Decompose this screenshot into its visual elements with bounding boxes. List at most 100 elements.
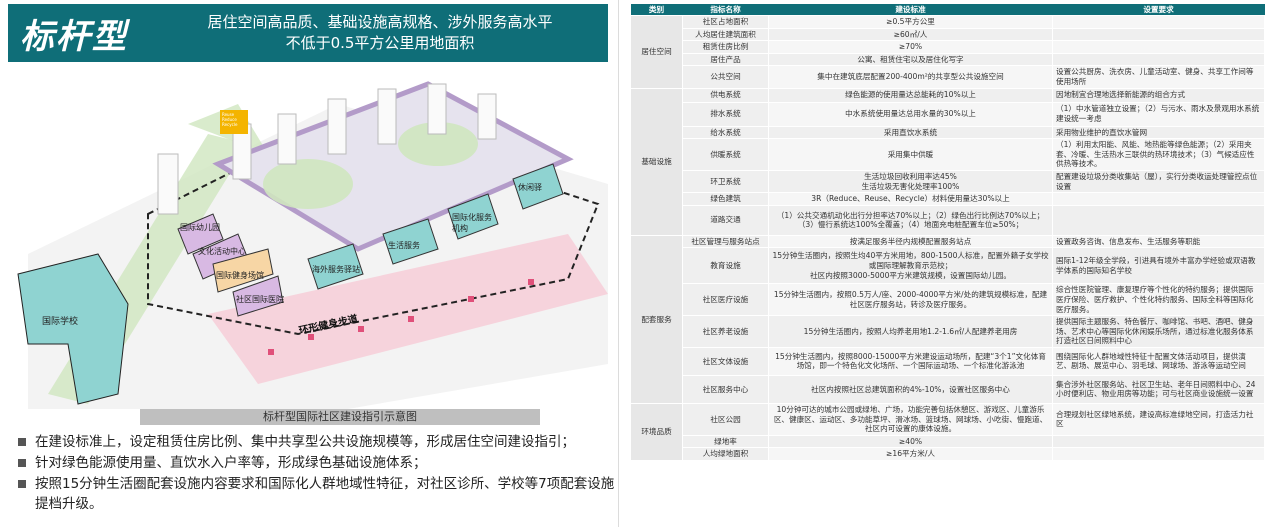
requirement-cell: 国际1-12年级全学段，引进具有境外丰富办学经验或双语教学体系的国际知名学校 (1052, 247, 1265, 285)
standard-cell: （1）公共交通机动化出行分担率达70%以上；（2）绿色出行比例达70%以上；（3… (768, 204, 1053, 236)
indicator-cell: 公共空间 (682, 65, 769, 89)
label-fitness: 国际健身场馆 (216, 271, 264, 280)
table-row: 给水系统采用直饮水系统采用物业维护的直饮水管网 (631, 125, 1265, 140)
bullet-square-icon (18, 459, 26, 467)
standard-cell: ≥60㎡/人 (768, 27, 1053, 42)
label-international-service: 国际化服务机构 (452, 213, 492, 233)
standard-cell: 绿色能源的使用量达总能耗的10%以上 (768, 87, 1053, 103)
requirement-cell: （1）中水管道独立设置；（2）与污水、雨水及景观用水系统建设统一考虑 (1052, 101, 1265, 127)
header-category: 类别 (630, 4, 683, 16)
header-standard: 建设标准 (768, 4, 1053, 16)
label-kindergarten: 国际幼儿园 (180, 223, 220, 232)
indicator-cell: 人均居住建筑面积 (682, 27, 769, 42)
standard-cell: 集中在建筑底层配置200-400m²的共享型公共设施空间 (768, 65, 1053, 89)
standard-cell: 按满足服务半径内规模配置服务站点 (768, 234, 1053, 249)
banner-title: 标杆型 (20, 16, 128, 57)
requirement-cell (1052, 27, 1265, 42)
table-row: 排水系统中水系统使用量达总用水量的30%以上（1）中水管道独立设置；（2）与污水… (631, 101, 1265, 127)
standard-cell: 15分钟生活圈内，按照8000-15000平方米建设运动场所，配建“3个1”文化… (768, 346, 1053, 376)
label-culture: 文化活动中心 (198, 247, 246, 256)
requirement-cell: 综合性医院管理、康复理疗等个性化的特约服务；提供国际医疗保险、医疗救护、个性化特… (1052, 283, 1265, 317)
standard-cell: ≥16平方米/人 (768, 447, 1053, 462)
requirement-cell: 因地制宜合理地选择新能源的组合方式 (1052, 87, 1265, 103)
indicator-cell: 社区文体设施 (682, 346, 769, 376)
standard-cell: 15分钟生活圈内，按照生均40平方米用地，800-1500人标准，配置外籍子女学… (768, 247, 1053, 285)
standard-cell: 生活垃圾回收利用率达45% 生活垃圾无害化处理率100% (768, 169, 1053, 194)
indicator-cell: 环卫系统 (682, 169, 769, 194)
requirement-cell: 合理规划社区绿地系统，建设高标准绿地空间，打造活力社区 (1052, 402, 1265, 436)
category-cell: 居住空间 (630, 15, 683, 89)
category-cell: 环境品质 (630, 402, 683, 462)
requirement-cell (1052, 204, 1265, 236)
bullet-item: 按照15分钟生活圈配套设施内容要求和国际化人群地域性特征，对社区诊所、学校等7项… (18, 474, 618, 514)
bullet-square-icon (18, 480, 26, 488)
indicator-cell: 给水系统 (682, 125, 769, 140)
requirement-cell (1052, 52, 1265, 67)
table-row: 人均绿地面积≥16平方米/人 (631, 447, 1265, 462)
standard-cell: 社区内按照社区总建筑面积的4%-10%，设置社区服务中心 (768, 374, 1053, 404)
table-row: 公共空间集中在建筑底层配置200-400m²的共享型公共设施空间设置公共厨房、洗… (631, 65, 1265, 89)
table-row: 基础设施供电系统绿色能源的使用量达总能耗的10%以上因地制宜合理地选择新能源的组… (630, 87, 1265, 236)
indicator-cell: 排水系统 (682, 101, 769, 127)
indicator-cell: 供暖系统 (682, 138, 769, 171)
standard-cell: ≥70% (768, 40, 1053, 54)
header-requirement: 设置要求 (1052, 4, 1265, 16)
table-row: 居住空间社区占地面积≥0.5平方公里 (630, 15, 1265, 89)
label-three-r: Reuse Reduce Recycle (222, 112, 238, 127)
banner-line-2: 不低于0.5平方公里用地面积 (285, 34, 475, 52)
requirement-cell: （1）利用太阳能、风能、地热能等绿色能源；（2）采用夹套、冷暖、生活热水三联供的… (1052, 138, 1265, 171)
requirement-cell: 采用物业维护的直饮水管网 (1052, 125, 1265, 140)
indicator-cell: 绿色建筑 (682, 192, 769, 206)
three-r-sign (220, 110, 248, 134)
banner-line-1: 居住空间高品质、基础设施高规格、涉外服务高水平 (207, 13, 553, 31)
requirement-cell: 配置建设垃圾分类收集站（屋），实行分类收运处理管控点位设置 (1052, 169, 1265, 194)
bullet-item: 在建设标准上，设定租赁住房比例、集中共享型公共设施规模等，形成居住空间建设指引； (18, 432, 618, 452)
indicator-cell: 社区管理与服务站点 (682, 234, 769, 249)
table-row: 人均居住建筑面积≥60㎡/人 (631, 27, 1265, 42)
indicator-cell: 道路交通 (682, 204, 769, 236)
diagram-caption: 标杆型国际社区建设指引示意图 (140, 409, 540, 425)
header-indicator: 指标名称 (682, 4, 769, 16)
bullet-square-icon (18, 438, 26, 446)
community-diagram: 国际学校 国际幼儿园 文化活动中心 国际健身场馆 社区国际医院 海外服务驿站 生… (8, 64, 608, 424)
table-row: 配套服务社区管理与服务站点按满足服务半径内规模配置服务站点设置政务咨询、信息发布… (630, 234, 1265, 404)
diagram-svg (17, 81, 608, 409)
indicator-cell: 教育设施 (682, 247, 769, 285)
label-life-service: 生活服务 (388, 241, 420, 250)
requirement-cell: 设置政务咨询、信息发布、生活服务等职能 (1052, 234, 1265, 249)
requirement-cell: 围绕国际化人群地域性特征十配置文体活动项目，提供演艺、剧场、展览中心、羽毛球、网… (1052, 346, 1265, 376)
label-rest: 休闲驿 (518, 183, 542, 192)
indicator-cell: 社区医疗设施 (682, 283, 769, 317)
requirement-cell (1052, 15, 1265, 29)
indicator-cell: 人均绿地面积 (682, 447, 769, 462)
table-row: 环卫系统生活垃圾回收利用率达45% 生活垃圾无害化处理率100%配置建设垃圾分类… (631, 169, 1265, 194)
table-row: 道路交通（1）公共交通机动化出行分担率达70%以上；（2）绿色出行比例达70%以… (631, 204, 1265, 236)
bullet-list: 在建设标准上，设定租赁住房比例、集中共享型公共设施规模等，形成居住空间建设指引；… (18, 432, 618, 515)
category-cell: 基础设施 (630, 87, 683, 236)
indicator-cell: 社区服务中心 (682, 374, 769, 404)
label-clinic: 社区国际医院 (236, 295, 284, 304)
standard-cell: 公寓、租赁住宅以及居住化写字 (768, 52, 1053, 67)
standard-cell: 中水系统使用量达总用水量的30%以上 (768, 101, 1053, 127)
table-row: 供暖系统采用集中供暖（1）利用太阳能、风能、地热能等绿色能源；（2）采用夹套、冷… (631, 138, 1265, 171)
table-header-row: 类别 指标名称 建设标准 设置要求 (630, 4, 1265, 16)
requirement-cell (1052, 447, 1265, 462)
indicator-cell: 居住产品 (682, 52, 769, 67)
banner-subtitle: 居住空间高品质、基础设施高规格、涉外服务高水平 不低于0.5平方公里用地面积 (170, 12, 608, 54)
indicator-cell: 绿地率 (682, 434, 769, 449)
requirement-cell: 集合涉外社区服务站、社区卫生站、老年日间照料中心、24小时便利店、物业用房等功能… (1052, 374, 1265, 404)
table-row: 居住产品公寓、租赁住宅以及居住化写字 (631, 52, 1265, 67)
requirement-cell (1052, 192, 1265, 206)
label-community-service: 海外服务驿站 (312, 265, 360, 274)
standard-cell: 3R（Reduce、Reuse、Recycle）材料使用量达30%以上 (768, 192, 1053, 206)
pink-zone (208, 234, 608, 384)
table-row: 绿地率≥40% (631, 434, 1265, 449)
indicator-cell: 社区养老设施 (682, 315, 769, 348)
table-row: 社区服务中心社区内按照社区总建筑面积的4%-10%，设置社区服务中心集合涉外社区… (631, 374, 1265, 404)
requirement-cell: 提供国际主题服务、特色餐厅、咖啡馆、书吧、酒吧、健身场、艺术中心等国际化休闲娱乐… (1052, 315, 1265, 348)
